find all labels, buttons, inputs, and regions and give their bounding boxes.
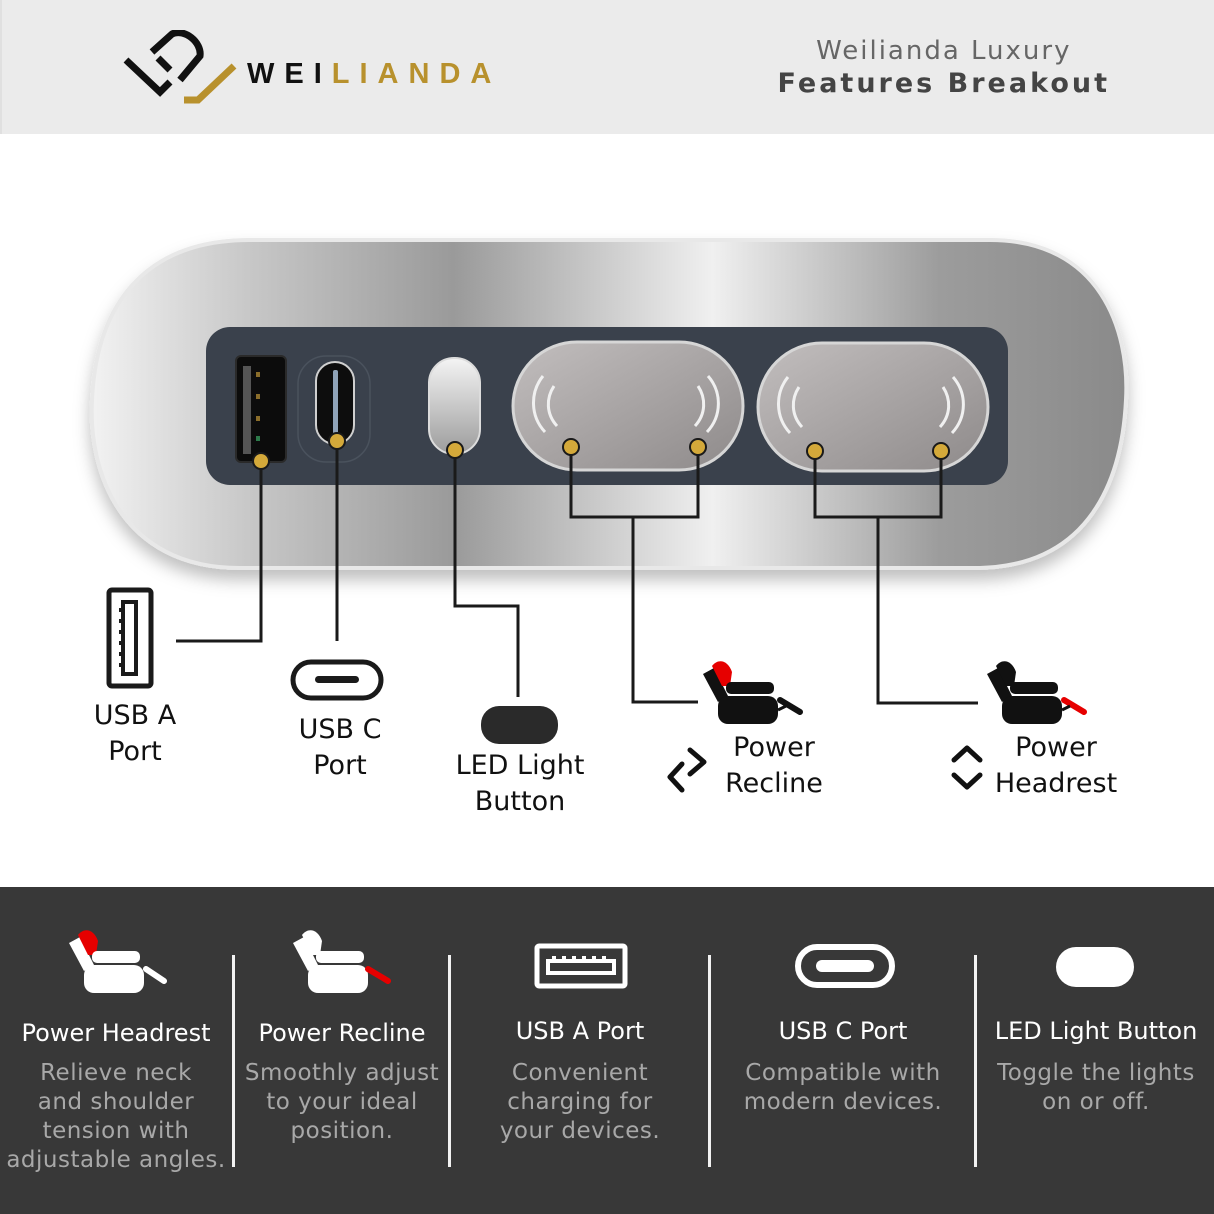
led-button-icon bbox=[1056, 947, 1134, 987]
power-recline-rocker[interactable] bbox=[511, 340, 745, 472]
divider bbox=[232, 955, 235, 1167]
callout-label-usb-a: USB A Port bbox=[93, 700, 177, 767]
up-down-chevrons-icon bbox=[951, 745, 983, 790]
usb-c-port[interactable] bbox=[297, 355, 371, 463]
header: WEILIANDA Weilianda Luxury Features Brea… bbox=[0, 0, 1214, 134]
usb-c-icon bbox=[795, 944, 895, 988]
brand-wordmark: WEILIANDA bbox=[247, 58, 501, 91]
feature-title: USB C Port bbox=[778, 1017, 908, 1045]
usb-a-icon bbox=[534, 943, 628, 989]
tagline: Weilianda Luxury Features Breakout bbox=[778, 36, 1110, 99]
callout-dots bbox=[252, 432, 950, 470]
brand-part-2: LIANDA bbox=[331, 58, 502, 90]
weilianda-logo-icon bbox=[123, 30, 237, 104]
callout-label-recline: Power Recline bbox=[725, 732, 823, 799]
usb-c-icon bbox=[290, 659, 384, 701]
feature-title: USB A Port bbox=[515, 1017, 645, 1045]
tagline-line-2: Features Breakout bbox=[777, 68, 1110, 99]
recliner-headrest-icon bbox=[69, 930, 167, 993]
tagline-line-1: Weilianda Luxury bbox=[816, 36, 1072, 66]
usb-a-port[interactable] bbox=[235, 355, 287, 463]
control-panel-diagram: USB A Port USB C Port LED Light Button P… bbox=[0, 134, 1214, 887]
callout-label-headrest: Power Headrest bbox=[994, 732, 1118, 799]
led-button-icon bbox=[481, 706, 558, 744]
brand-part-1: WEI bbox=[247, 58, 332, 90]
recliner-footrest-icon bbox=[293, 930, 391, 993]
power-headrest-rocker[interactable] bbox=[756, 341, 990, 473]
recliner-footrest-icon bbox=[987, 661, 1087, 724]
usb-a-icon bbox=[106, 587, 154, 689]
rotate-arrows-icon bbox=[667, 747, 707, 793]
divider bbox=[708, 955, 711, 1167]
led-light-button[interactable] bbox=[428, 357, 481, 455]
callout-label-usb-c: USB C Port bbox=[298, 714, 382, 781]
callout-label-led: LED Light Button bbox=[455, 750, 585, 817]
feature-title: Power Recline bbox=[258, 1019, 426, 1047]
feature-title: LED Light Button bbox=[994, 1017, 1198, 1045]
recliner-headrest-icon bbox=[703, 661, 803, 724]
panel-illustration bbox=[89, 238, 1129, 793]
callout-lines bbox=[176, 441, 978, 705]
feature-title: Power Headrest bbox=[21, 1019, 211, 1047]
divider bbox=[448, 955, 451, 1167]
divider bbox=[974, 955, 977, 1167]
